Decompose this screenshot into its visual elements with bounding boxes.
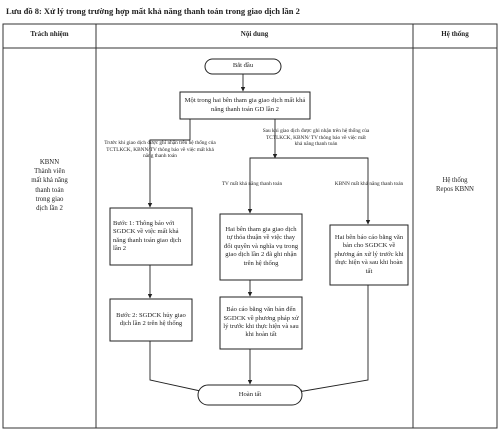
mid-step2-label: Báo cáo bằng văn bản đến SGDCK về phương… xyxy=(223,306,299,339)
left-step2-node xyxy=(109,298,193,342)
mid-step1-label: Hai bên tham gia giao dịch tự thỏa thuận… xyxy=(223,225,299,267)
mid-step2-node xyxy=(219,296,303,350)
left-step1-label: Bước 1: Thông báo với SGDCK về việc mất … xyxy=(113,219,182,252)
end-label: Hoàn tất xyxy=(238,390,262,398)
start-label: Bắt đầu xyxy=(232,62,254,70)
note-mid-branch: TV mất khả năng thanh toán xyxy=(221,181,283,187)
trigger-label: Một trong hai bên tham gia giao dịch mất… xyxy=(184,97,306,113)
system-text: Hệ thống Repos KBNN xyxy=(436,177,474,194)
right-step1-label: Hai bên báo cáo bằng văn bản cho SGDCK v… xyxy=(334,233,404,275)
header-responsibility: Trách nhiệm xyxy=(30,30,69,38)
note-left-branch: Trước khi giao dịch được ghi nhận trên h… xyxy=(104,140,216,160)
left-step2-label: Bước 2: SGDCK hủy giao dịch lần 2 trên h… xyxy=(116,311,186,327)
header-content: Nội dung xyxy=(240,30,269,38)
table-frame xyxy=(2,23,498,429)
note-right-sub: KBNN mất khả năng thanh toán xyxy=(334,181,404,187)
end-node xyxy=(197,384,303,406)
trigger-node xyxy=(179,91,311,120)
note-right-branch: Sau khi giao dịch được ghi nhận trên hệ … xyxy=(262,128,370,148)
responsibility-text: KBNN Thành viên mất khả năng thanh toán … xyxy=(31,159,68,212)
mid-step1-node xyxy=(219,213,303,281)
page-title: Lưu đồ 8: Xử lý trong trường hợp mất khả… xyxy=(6,6,300,16)
header-system: Hệ thống xyxy=(441,30,469,38)
left-step1-node xyxy=(109,207,193,266)
right-step1-node xyxy=(329,224,409,286)
